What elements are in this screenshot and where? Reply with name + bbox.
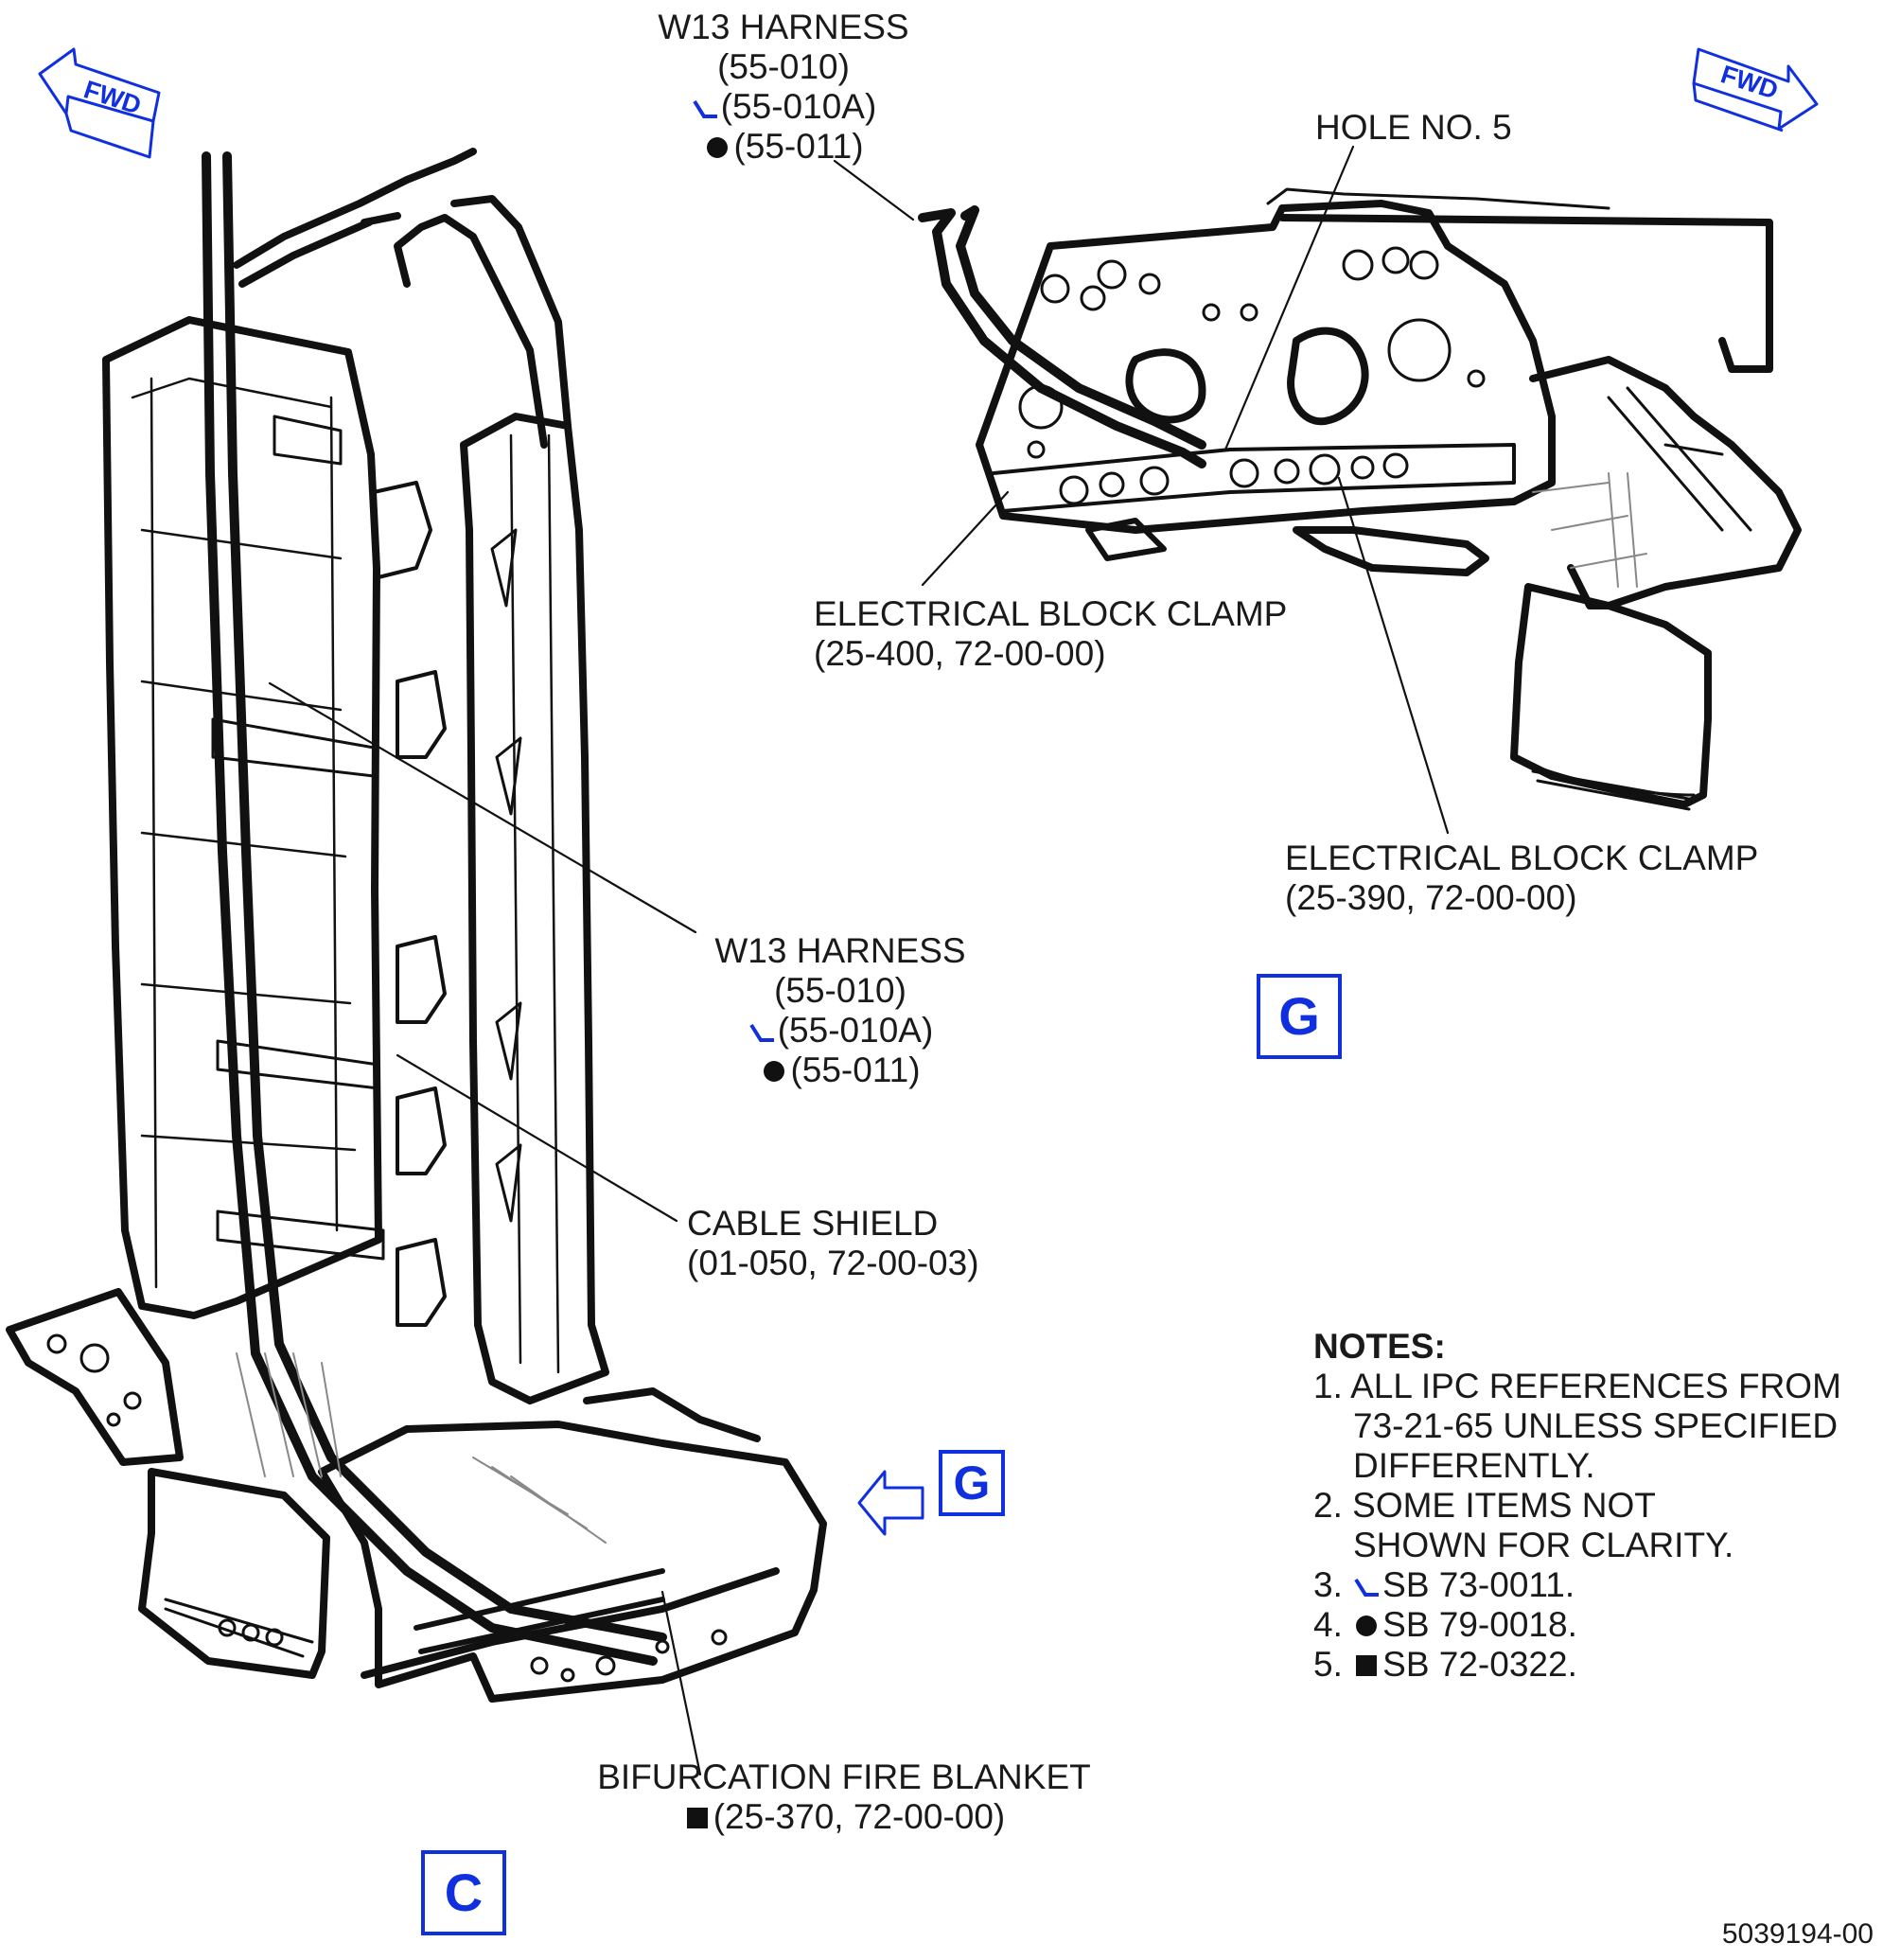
w13-harness-left — [202, 151, 658, 1666]
callout-hole-no-5: HOLE NO. 5 — [1315, 108, 1512, 147]
base-plate-left — [6, 1288, 184, 1466]
callout-w13-harness-top: W13 HARNESS (55-010) (55-010A) (55-011) — [657, 8, 910, 167]
callout-title: W13 HARNESS — [714, 931, 966, 970]
leader-lines-g — [833, 145, 1450, 835]
note-number: 2. — [1313, 1486, 1343, 1525]
fwd-arrow-right — [1692, 47, 1819, 132]
view-g-arrow — [857, 1470, 924, 1536]
callout-w13-harness-mid: W13 HARNESS (55-010) (55-010A) (55-011) — [708, 931, 973, 1090]
note-text: DIFFERENTLY. — [1353, 1446, 1595, 1485]
bifurcation-blanket — [318, 1421, 827, 1703]
callout-ebc-25-400: ELECTRICAL BLOCK CLAMP (25-400, 72-00-00… — [814, 594, 1287, 674]
sb-circle-icon — [703, 133, 731, 162]
left-frame-panel — [102, 316, 382, 1319]
note-text: SB 72-0322. — [1382, 1645, 1577, 1684]
leader-lines-left — [268, 681, 702, 1776]
detail-g-housing — [976, 200, 1556, 534]
view-c-label: C — [421, 1850, 506, 1935]
w13-harness-g — [918, 208, 1206, 468]
note-text: SHOWN FOR CLARITY. — [1353, 1526, 1734, 1564]
view-c-assembly — [6, 148, 827, 1703]
callout-bifurcation-fire-blanket: BIFURCATION FIRE BLANKET (25-370, 72-00-… — [589, 1757, 1100, 1837]
callout-ref: (01-050, 72-00-03) — [687, 1244, 979, 1282]
sb-circle-icon — [760, 1057, 788, 1086]
note-number: 3. — [1313, 1565, 1343, 1604]
note-text: SOME ITEMS NOT — [1352, 1486, 1656, 1525]
callout-ebc-25-390: ELECTRICAL BLOCK CLAMP (25-390, 72-00-00… — [1285, 839, 1758, 918]
detail-g-assembly — [918, 187, 1802, 811]
callout-ref: (55-011) — [790, 1051, 921, 1089]
detail-g-label: G — [1257, 974, 1342, 1059]
callout-ref: (25-390, 72-00-00) — [1285, 878, 1577, 917]
sb-square-icon — [683, 1804, 712, 1832]
callout-ref: (55-010A) — [720, 87, 877, 126]
note-text: SB 73-0011. — [1382, 1565, 1575, 1604]
note-text: ALL IPC REFERENCES FROM — [1350, 1367, 1841, 1405]
callout-title: CABLE SHIELD — [687, 1204, 939, 1243]
right-column — [460, 413, 609, 1404]
callout-ref: (25-400, 72-00-00) — [814, 634, 1106, 673]
sb-square-icon — [1352, 1651, 1381, 1680]
note-text: SB 79-0018. — [1382, 1605, 1577, 1644]
callout-ref: (55-010) — [717, 47, 850, 86]
callout-ref: (55-011) — [733, 127, 864, 166]
sb-check-icon — [1352, 1572, 1381, 1600]
note-text: 73-21-65 UNLESS SPECIFIED — [1353, 1406, 1839, 1445]
document-number: 5039194-00 — [1721, 1918, 1874, 1950]
fwd-arrow-left — [38, 47, 161, 159]
view-g-arrow-label: G — [939, 1450, 1005, 1516]
sb-check-icon — [691, 94, 719, 122]
callout-title: W13 HARNESS — [658, 8, 909, 46]
callout-title: ELECTRICAL BLOCK CLAMP — [1285, 839, 1759, 877]
callout-ref: (25-370, 72-00-00) — [713, 1797, 1006, 1836]
callout-cable-shield: CABLE SHIELD (01-050, 72-00-03) — [687, 1204, 979, 1283]
note-number: 4. — [1313, 1605, 1343, 1644]
callout-ref: (55-010A) — [777, 1011, 934, 1050]
note-number: 1. — [1313, 1367, 1343, 1405]
note-number: 5. — [1313, 1645, 1343, 1684]
notes-heading: NOTES: — [1313, 1327, 1446, 1366]
sb-check-icon — [748, 1017, 776, 1046]
notes-block: NOTES: 1. ALL IPC REFERENCES FROM 73-21-… — [1313, 1327, 1841, 1685]
callout-title: ELECTRICAL BLOCK CLAMP — [814, 594, 1288, 633]
lower-left-drum — [138, 1468, 330, 1679]
callout-ref: (55-010) — [774, 971, 906, 1010]
sb-circle-icon — [1352, 1612, 1381, 1640]
callout-title: BIFURCATION FIRE BLANKET — [597, 1757, 1091, 1796]
